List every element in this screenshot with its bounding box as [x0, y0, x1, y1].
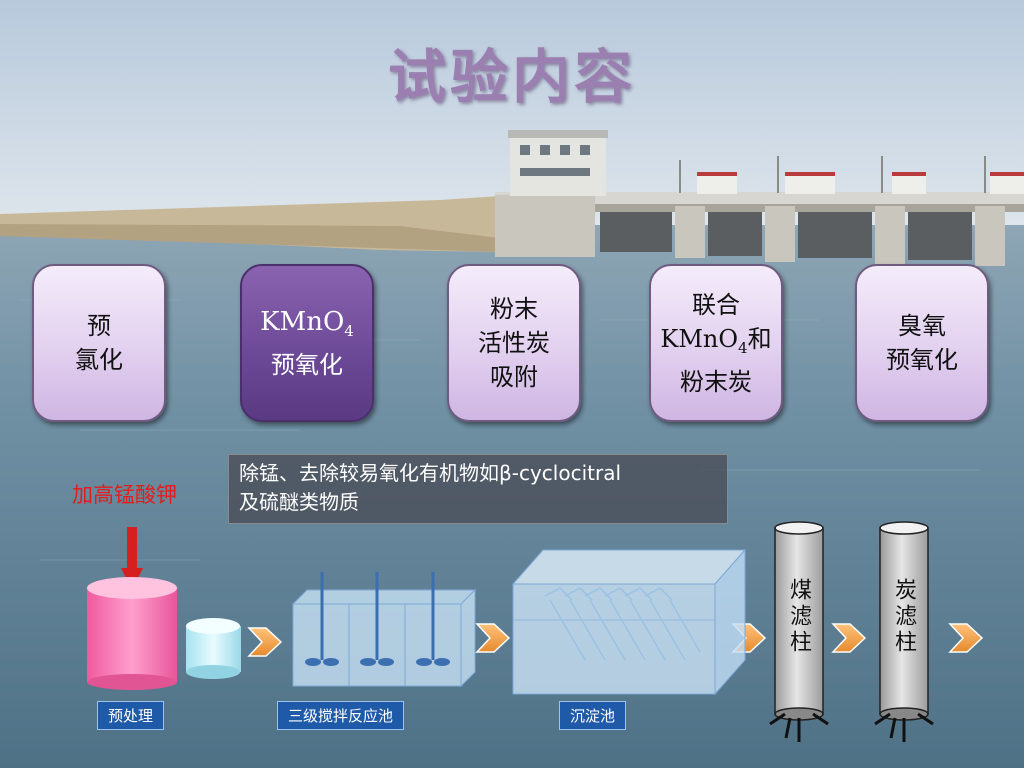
stirred-reactor — [291, 572, 477, 688]
card-line: KMnO — [260, 306, 345, 337]
card-line: 粉末 — [490, 295, 538, 323]
carbon-filter-label: 炭滤柱 — [891, 578, 916, 656]
settling-label: 沉淀池 — [559, 701, 627, 730]
dosing-label: 加高锰酸钾 — [72, 483, 177, 507]
card-line: KMnO — [660, 324, 739, 353]
coal-filter-label: 煤滤柱 — [786, 578, 811, 656]
pretreatment-label: 预处理 — [97, 701, 165, 730]
card-line: 吸附 — [490, 363, 538, 391]
card-line: 预氧化 — [886, 346, 958, 374]
page-title: 试验内容 — [387, 43, 636, 111]
card-combined-kmno4-pac[interactable]: 联合 KMnO4和 粉末炭 — [649, 264, 783, 422]
card-line: 氯化 — [75, 346, 123, 374]
sedimentation-tank — [511, 548, 747, 696]
flow-arrow-icon — [247, 627, 283, 657]
card-kmno4-preoxidation[interactable]: KMnO4 预氧化 — [240, 264, 374, 422]
description-box: 除锰、去除较易氧化有机物如β-cyclocitral 及硫醚类物质 — [228, 454, 728, 524]
card-pac-adsorption[interactable]: 粉末 活性炭 吸附 — [447, 264, 581, 422]
card-subscript: 4 — [738, 338, 748, 357]
card-line: 预 — [87, 312, 111, 340]
card-line: 臭氧 — [898, 312, 946, 340]
description-line: 除锰、去除较易氧化有机物如β-cyclocitral — [239, 461, 622, 485]
description-line: 及硫醚类物质 — [239, 490, 359, 514]
card-line: 联合 — [692, 290, 740, 319]
pretreatment-tank — [87, 577, 177, 690]
carbon-filter-column — [874, 521, 934, 742]
card-line: 粉末炭 — [680, 367, 752, 396]
card-line: 和 — [747, 324, 772, 353]
card-prechlorination[interactable]: 预 氯化 — [32, 264, 166, 422]
card-line: 活性炭 — [478, 329, 550, 357]
card-subscript: 4 — [344, 321, 354, 340]
flow-arrow-icon — [475, 623, 511, 653]
coal-filter-column — [769, 521, 829, 742]
card-ozone-preoxidation[interactable]: 臭氧 预氧化 — [855, 264, 989, 422]
flow-arrow-icon — [948, 623, 984, 653]
reactor-label: 三级搅拌反应池 — [277, 701, 405, 730]
flow-arrow-icon — [831, 623, 867, 653]
card-line: 预氧化 — [271, 350, 343, 379]
buffer-tank — [186, 618, 241, 679]
